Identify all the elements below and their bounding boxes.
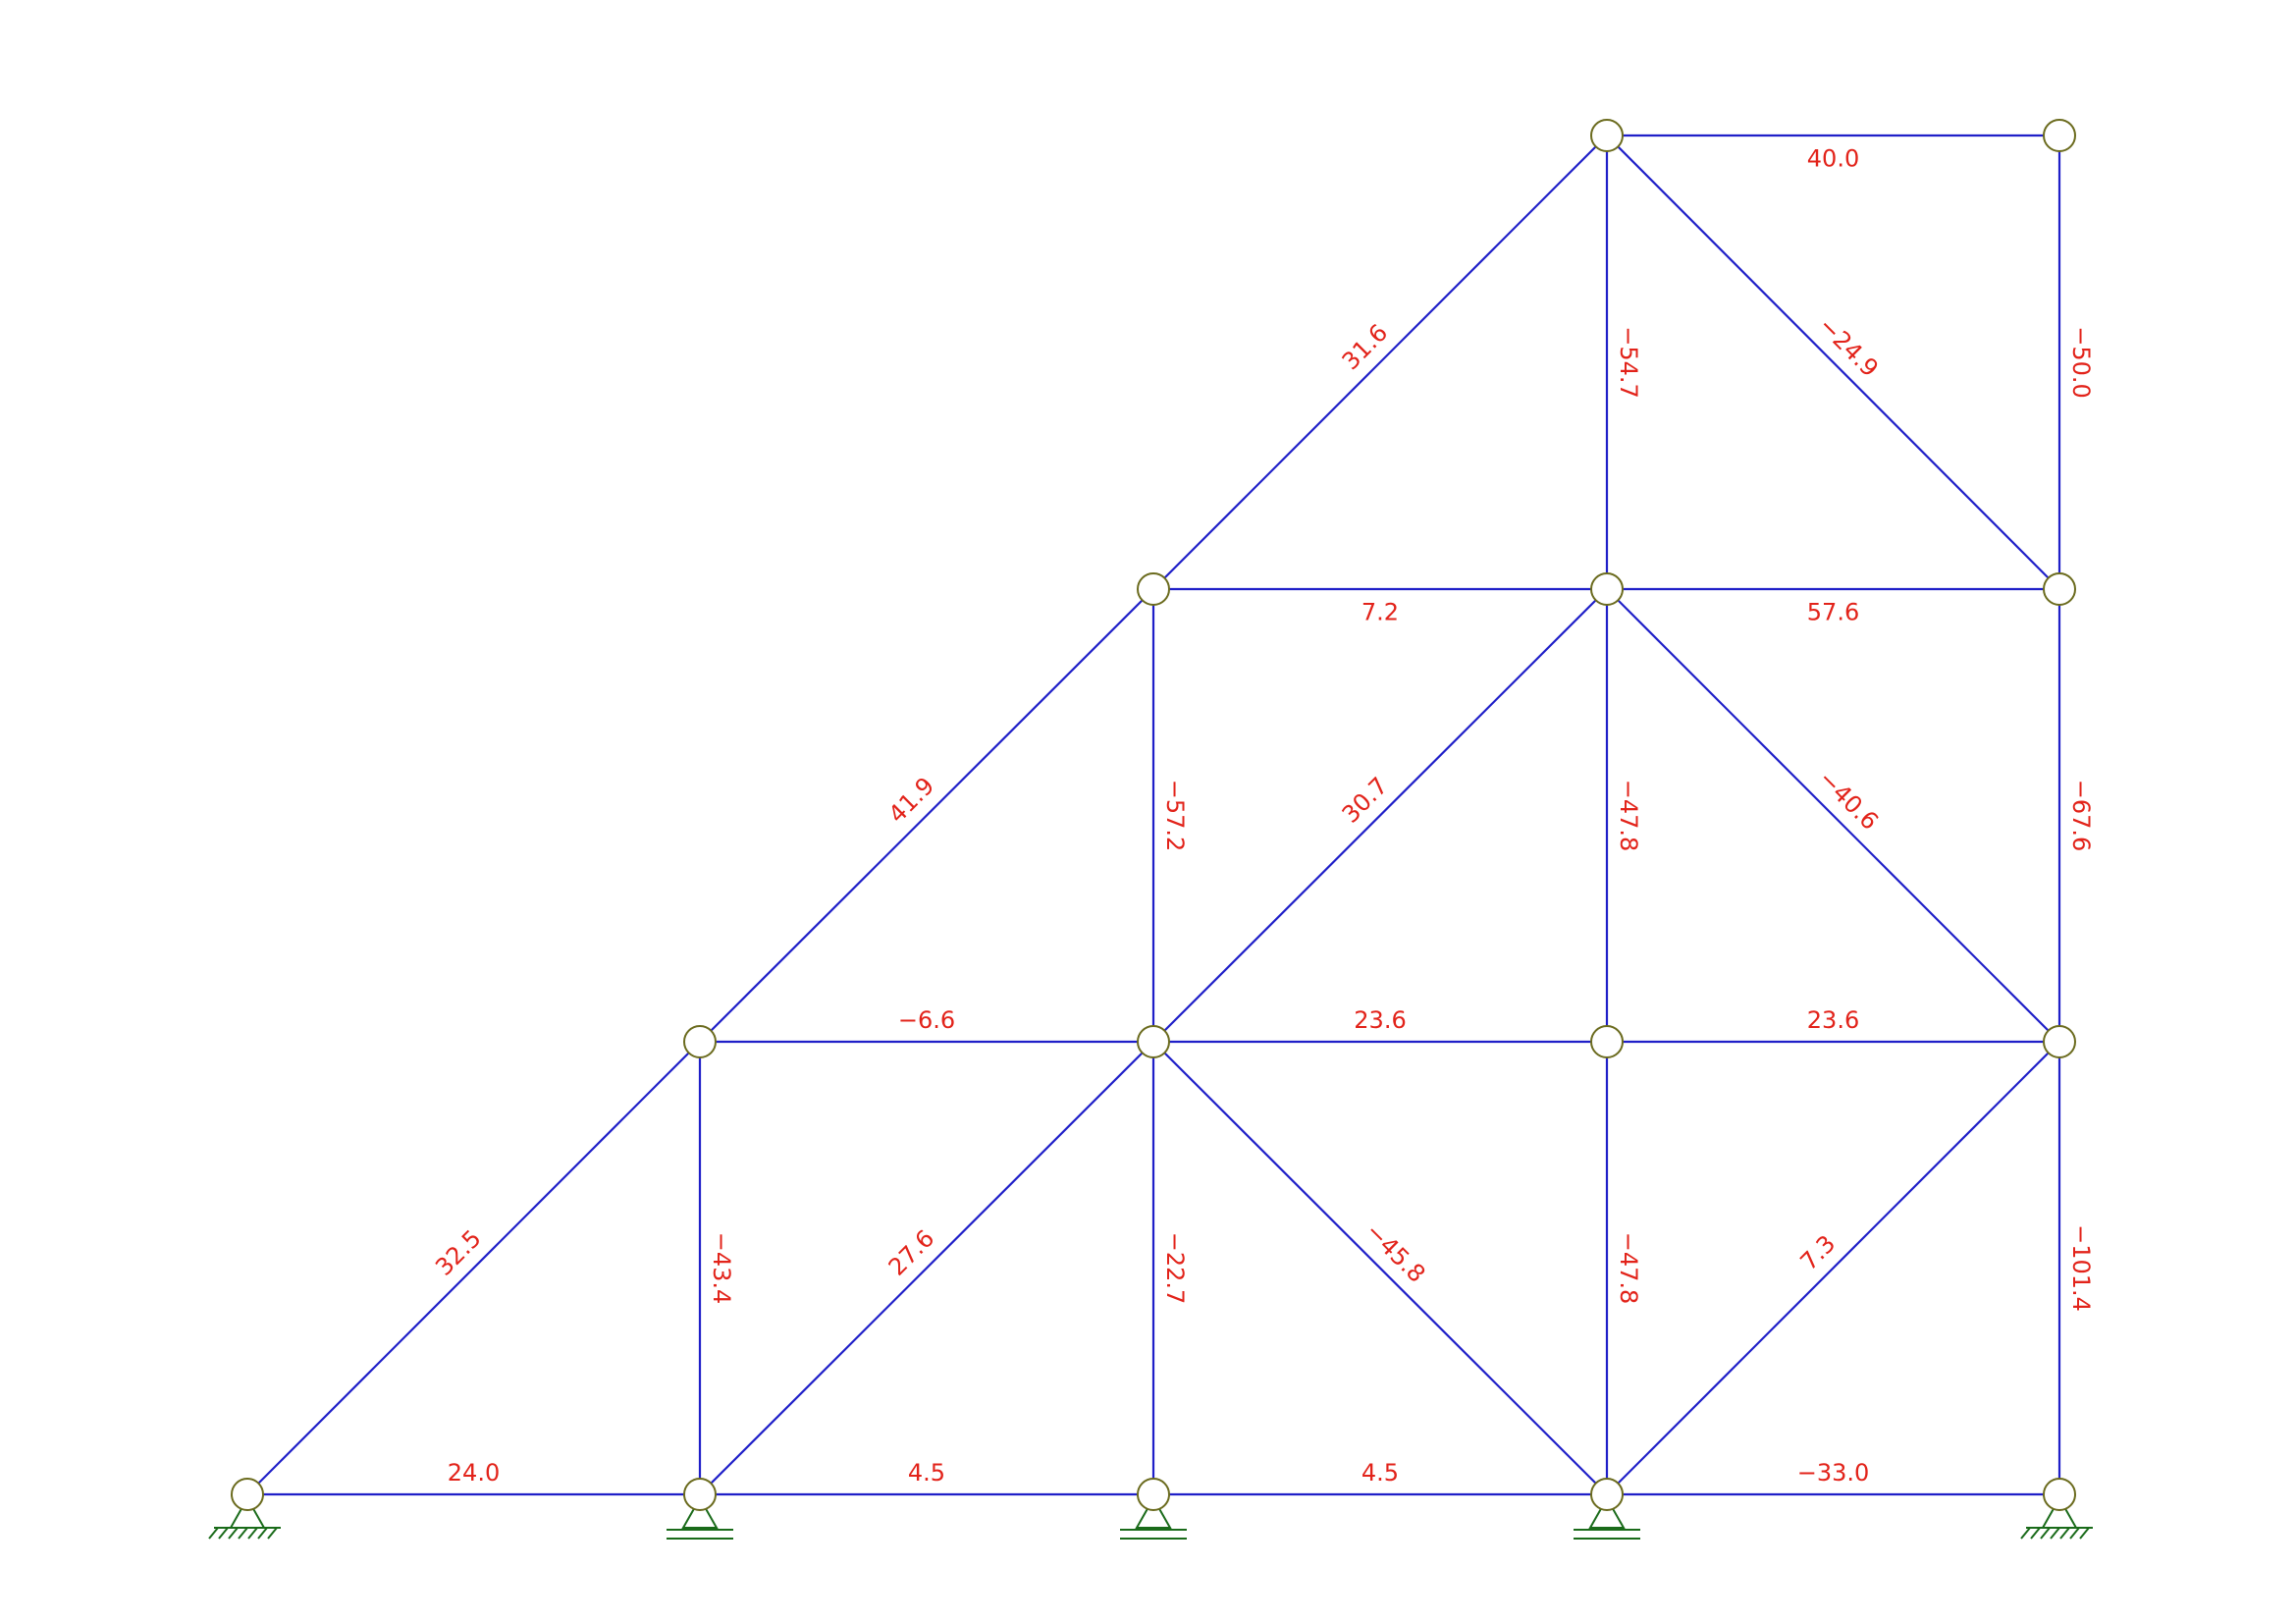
force-label-FJ: 41.9 <box>883 772 940 829</box>
force-label-LN: −50.0 <box>2067 326 2095 399</box>
force-label-FG: −6.6 <box>898 1006 955 1034</box>
node-C <box>1137 1478 1170 1511</box>
node-L <box>2043 572 2076 606</box>
force-label-MN: 40.0 <box>1807 145 1859 173</box>
support-hatch-E <box>2030 1527 2041 1540</box>
force-label-AF: 32.5 <box>430 1224 487 1281</box>
force-label-BG: 27.6 <box>883 1224 940 1281</box>
support-hatch-A <box>218 1527 229 1540</box>
force-label-GJ: −57.2 <box>1161 780 1189 852</box>
pin-support-E <box>2020 1495 2093 1540</box>
support-hatch-A <box>228 1527 239 1540</box>
support-triangle-D <box>1588 1495 1626 1529</box>
node-M <box>1590 119 1624 152</box>
force-label-ML: −24.9 <box>1813 312 1884 383</box>
force-label-CD: 4.5 <box>1362 1459 1399 1487</box>
support-hatch-E <box>2079 1527 2090 1540</box>
nodes-layer <box>231 119 2076 1511</box>
node-F <box>683 1025 717 1058</box>
pin-support-A <box>208 1495 281 1540</box>
labels-layer: 24.0 4.5 4.5 −33.0 32.5 −43.4 27.6 −22.7 −45.8 −4… <box>430 145 2095 1487</box>
force-label-KM: −54.7 <box>1615 326 1642 399</box>
node-H <box>1590 1025 1624 1058</box>
node-G <box>1137 1025 1170 1058</box>
member-JM <box>1152 135 1608 590</box>
roller-support-C <box>1120 1495 1187 1540</box>
support-hatch-A <box>238 1527 248 1540</box>
node-E <box>2043 1478 2076 1511</box>
force-label-KI: −40.6 <box>1813 765 1884 836</box>
member-FJ <box>699 588 1154 1043</box>
support-hatch-A <box>247 1527 258 1540</box>
support-hatch-E <box>2059 1527 2070 1540</box>
members-layer <box>246 134 2061 1496</box>
node-J <box>1137 572 1170 606</box>
support-hatch-E <box>2069 1527 2080 1540</box>
force-label-HK: −47.8 <box>1615 780 1642 852</box>
force-label-DH: −47.8 <box>1615 1232 1642 1305</box>
roller-support-D <box>1574 1495 1640 1540</box>
force-label-AB: 24.0 <box>448 1459 500 1487</box>
force-label-BF: −43.4 <box>708 1232 735 1305</box>
force-label-BC: 4.5 <box>908 1459 945 1487</box>
member-ML <box>1606 135 2060 590</box>
node-B <box>683 1478 717 1511</box>
supports-layer <box>208 1495 2093 1540</box>
node-D <box>1590 1478 1624 1511</box>
support-triangle-C <box>1135 1495 1172 1529</box>
support-hatch-E <box>2050 1527 2060 1540</box>
force-label-JM: 31.6 <box>1337 319 1394 376</box>
support-hatch-A <box>208 1527 219 1540</box>
support-triangle-B <box>681 1495 719 1529</box>
force-label-HI: 23.6 <box>1807 1006 1859 1034</box>
member-KI <box>1606 588 2060 1043</box>
member-GD <box>1152 1041 1608 1495</box>
force-label-KL: 57.6 <box>1807 599 1859 626</box>
member-GK <box>1152 588 1608 1043</box>
member-BG <box>699 1041 1154 1495</box>
member-DI <box>1606 1041 2060 1495</box>
member-AF <box>246 1041 701 1495</box>
force-label-GD: −45.8 <box>1361 1217 1431 1288</box>
support-hatch-E <box>2040 1527 2051 1540</box>
support-hatch-A <box>257 1527 268 1540</box>
node-I <box>2043 1025 2076 1058</box>
roller-support-B <box>667 1495 733 1540</box>
force-label-DE: −33.0 <box>1797 1459 1870 1487</box>
support-hatch-E <box>2020 1527 2031 1540</box>
force-label-EI: −101.4 <box>2067 1224 2095 1312</box>
force-label-DI: 7.3 <box>1795 1230 1842 1276</box>
node-N <box>2043 119 2076 152</box>
force-label-GK: 30.7 <box>1337 772 1394 829</box>
force-label-CG: −22.7 <box>1161 1232 1189 1305</box>
force-label-JK: 7.2 <box>1362 599 1399 626</box>
force-label-GH: 23.6 <box>1354 1006 1406 1034</box>
node-A <box>231 1478 264 1511</box>
force-label-IL: −67.6 <box>2067 780 2095 852</box>
node-K <box>1590 572 1624 606</box>
support-hatch-A <box>267 1527 278 1540</box>
